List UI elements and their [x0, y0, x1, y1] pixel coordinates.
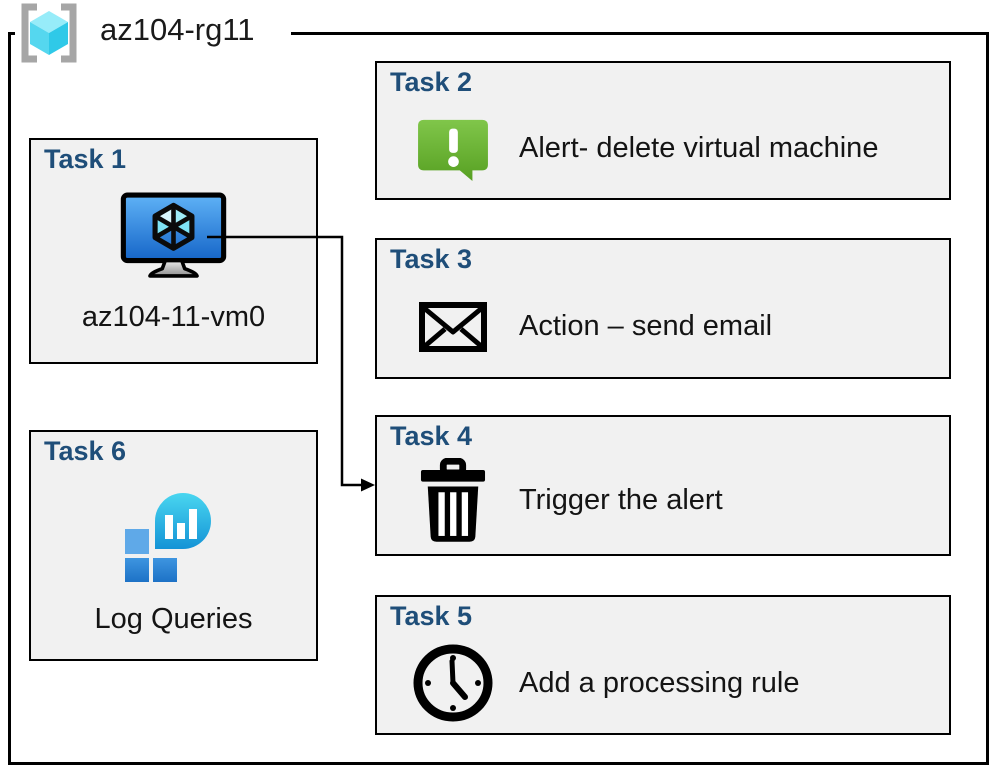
task2-text: Alert- delete virtual machine	[519, 132, 879, 164]
email-envelope-icon	[413, 301, 493, 352]
task4-label: Task 4	[390, 421, 473, 451]
frame-title-gap	[15, 27, 291, 39]
task6-text: Log Queries	[94, 603, 253, 635]
task5-text: Add a processing rule	[519, 666, 800, 699]
task3-box: Task 3 Action – send email	[375, 238, 951, 379]
task3-text: Action – send email	[519, 310, 773, 342]
task6-label: Task 6	[44, 436, 127, 466]
task1-text: az104-11-vm0	[81, 301, 266, 333]
resource-group-title: az104-rg11	[100, 12, 255, 47]
task4-text: Trigger the alert	[519, 484, 723, 516]
task1-label: Task 1	[44, 144, 127, 174]
virtual-machine-icon	[120, 192, 227, 285]
task2-label: Task 2	[390, 67, 473, 97]
task4-box: Task 4 Trigger the alert	[375, 415, 951, 556]
trash-icon	[413, 457, 493, 544]
task1-box: Task 1 az	[29, 138, 318, 364]
task5-box: Task 5 Add a processing rule	[375, 595, 951, 735]
alert-message-icon	[413, 116, 493, 182]
task2-box: Task 2 Alert- delete virtual machine	[375, 61, 951, 200]
log-queries-icon	[121, 480, 227, 591]
task6-box: Task 6 Log Queries	[29, 430, 318, 661]
task3-label: Task 3	[390, 244, 473, 274]
task5-label: Task 5	[390, 601, 473, 631]
clock-icon	[413, 644, 493, 722]
resource-group-icon	[17, 2, 81, 64]
